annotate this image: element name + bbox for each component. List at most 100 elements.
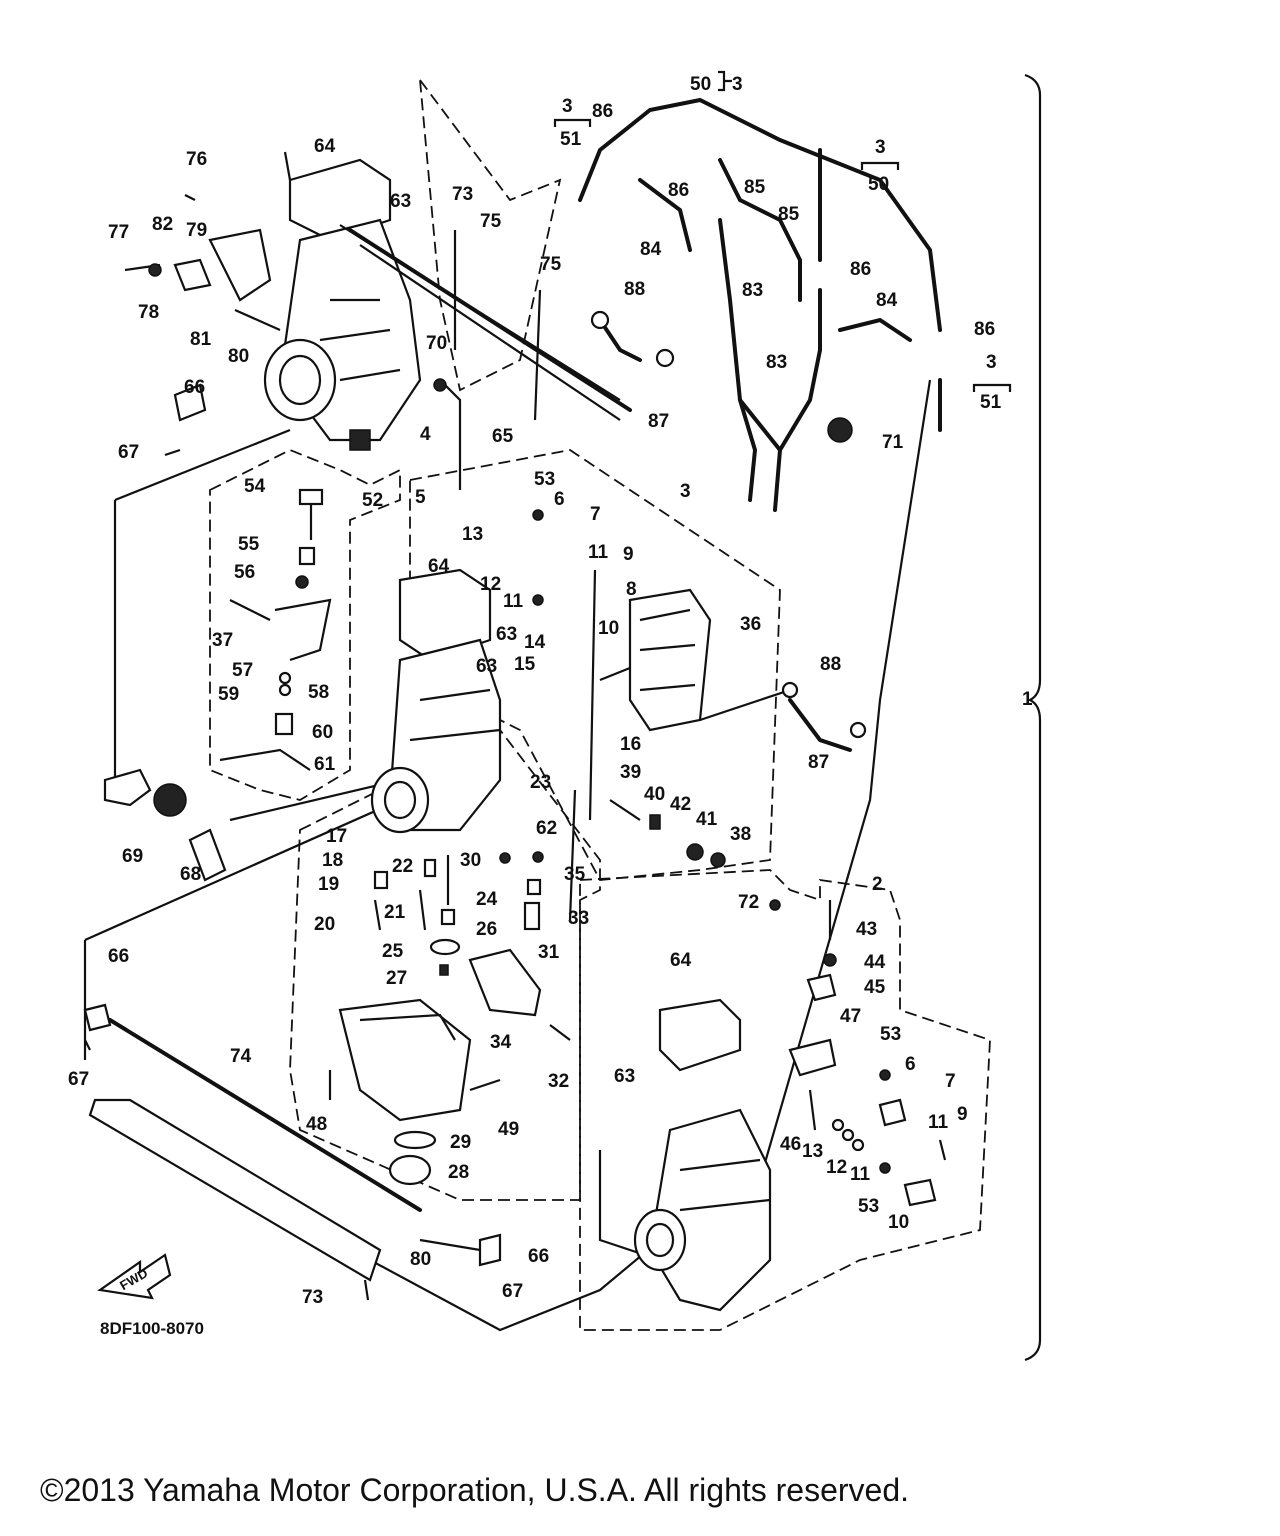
part-label-54: 54 — [244, 476, 266, 497]
exploded-view-drawing: FWD 8DF100-8070 123333345667789910101111… — [68, 70, 1042, 1362]
part-label-18: 18 — [322, 850, 343, 871]
part-label-13: 13 — [462, 524, 483, 545]
part-label-83: 83 — [766, 352, 787, 373]
part-label-73: 73 — [452, 184, 473, 205]
assembly-bracket — [1024, 73, 1042, 1362]
part-label-40: 40 — [644, 784, 665, 805]
part-label-76: 76 — [186, 149, 207, 170]
part-label-1: 1 — [1022, 689, 1033, 710]
part-label-66: 66 — [184, 377, 205, 398]
part-label-63: 63 — [614, 1066, 635, 1087]
small-parts — [83, 151, 947, 1301]
part-label-86: 86 — [850, 259, 871, 280]
part-label-3: 3 — [986, 352, 997, 373]
part-label-57: 57 — [232, 660, 253, 681]
part-label-4: 4 — [420, 424, 431, 445]
part-label-85: 85 — [744, 177, 766, 198]
part-label-84: 84 — [640, 239, 662, 260]
part-label-65: 65 — [492, 426, 514, 447]
part-label-66: 66 — [528, 1246, 549, 1267]
part-label-53: 53 — [534, 469, 555, 490]
part-label-69: 69 — [122, 846, 143, 867]
part-label-77: 77 — [108, 222, 129, 243]
part-label-64: 64 — [670, 950, 692, 971]
part-label-64: 64 — [314, 136, 336, 157]
part-label-68: 68 — [180, 864, 201, 885]
part-label-6: 6 — [554, 489, 565, 510]
part-label-22: 22 — [392, 856, 413, 877]
part-label-86: 86 — [668, 180, 689, 201]
part-label-67: 67 — [118, 442, 139, 463]
part-label-2: 2 — [872, 874, 883, 895]
part-label-63: 63 — [496, 624, 517, 645]
part-label-42: 42 — [670, 794, 691, 815]
part-label-61: 61 — [314, 754, 336, 775]
part-label-55: 55 — [238, 534, 260, 555]
part-label-46: 46 — [780, 1134, 801, 1155]
part-label-67: 67 — [68, 1069, 89, 1090]
part-label-43: 43 — [856, 919, 877, 940]
part-label-12: 12 — [480, 574, 501, 595]
part-label-86: 86 — [592, 101, 613, 122]
part-label-86: 86 — [974, 319, 995, 340]
part-label-78: 78 — [138, 302, 159, 323]
part-label-32: 32 — [548, 1071, 569, 1092]
part-label-14: 14 — [524, 632, 546, 653]
part-label-3: 3 — [732, 74, 743, 95]
part-label-39: 39 — [620, 762, 641, 783]
part-label-50: 50 — [868, 174, 889, 195]
part-label-73: 73 — [302, 1287, 323, 1308]
forward-arrow-icon: FWD — [97, 1253, 172, 1300]
part-label-62: 62 — [536, 818, 557, 839]
part-label-19: 19 — [318, 874, 339, 895]
part-label-26: 26 — [476, 919, 497, 940]
part-label-29: 29 — [450, 1132, 471, 1153]
part-label-64: 64 — [428, 556, 450, 577]
part-label-53: 53 — [880, 1024, 901, 1045]
part-label-8: 8 — [626, 579, 637, 600]
copyright-notice: ©2013 Yamaha Motor Corporation, U.S.A. A… — [40, 1472, 910, 1508]
part-label-70: 70 — [426, 333, 447, 354]
part-label-74: 74 — [230, 1046, 252, 1067]
part-label-27: 27 — [386, 968, 407, 989]
part-label-30: 30 — [460, 850, 481, 871]
part-label-13: 13 — [802, 1141, 823, 1162]
part-label-31: 31 — [538, 942, 560, 963]
part-label-79: 79 — [186, 220, 207, 241]
part-label-38: 38 — [730, 824, 751, 845]
part-label-9: 9 — [957, 1104, 968, 1125]
part-label-15: 15 — [514, 654, 536, 675]
part-label-7: 7 — [945, 1071, 956, 1092]
part-label-82: 82 — [152, 214, 173, 235]
part-label-25: 25 — [382, 941, 404, 962]
carburetor-lower-right — [633, 998, 772, 1312]
vent-hoses — [578, 97, 942, 752]
part-label-37: 37 — [212, 630, 233, 651]
float-bowl — [338, 998, 472, 1186]
part-label-58: 58 — [308, 682, 329, 703]
part-label-6: 6 — [905, 1054, 916, 1075]
part-label-80: 80 — [410, 1249, 431, 1270]
part-label-11: 11 — [588, 542, 609, 563]
part-label-88: 88 — [820, 654, 841, 675]
part-label-60: 60 — [312, 722, 333, 743]
throttle-shaft-assembly — [88, 224, 632, 1282]
part-label-49: 49 — [498, 1119, 519, 1140]
label-brackets — [553, 70, 1012, 392]
part-label-63: 63 — [390, 191, 411, 212]
part-label-63: 63 — [476, 656, 497, 677]
part-label-59: 59 — [218, 684, 239, 705]
part-label-85: 85 — [778, 204, 800, 225]
part-label-53: 53 — [858, 1196, 879, 1217]
part-label-16: 16 — [620, 734, 641, 755]
part-label-24: 24 — [476, 889, 498, 910]
part-label-83: 83 — [742, 280, 763, 301]
part-label-10: 10 — [598, 618, 619, 639]
part-label-36: 36 — [740, 614, 761, 635]
part-label-52: 52 — [362, 490, 383, 511]
part-label-11: 11 — [928, 1112, 949, 1133]
part-label-87: 87 — [648, 411, 669, 432]
part-label-11: 11 — [503, 591, 524, 612]
